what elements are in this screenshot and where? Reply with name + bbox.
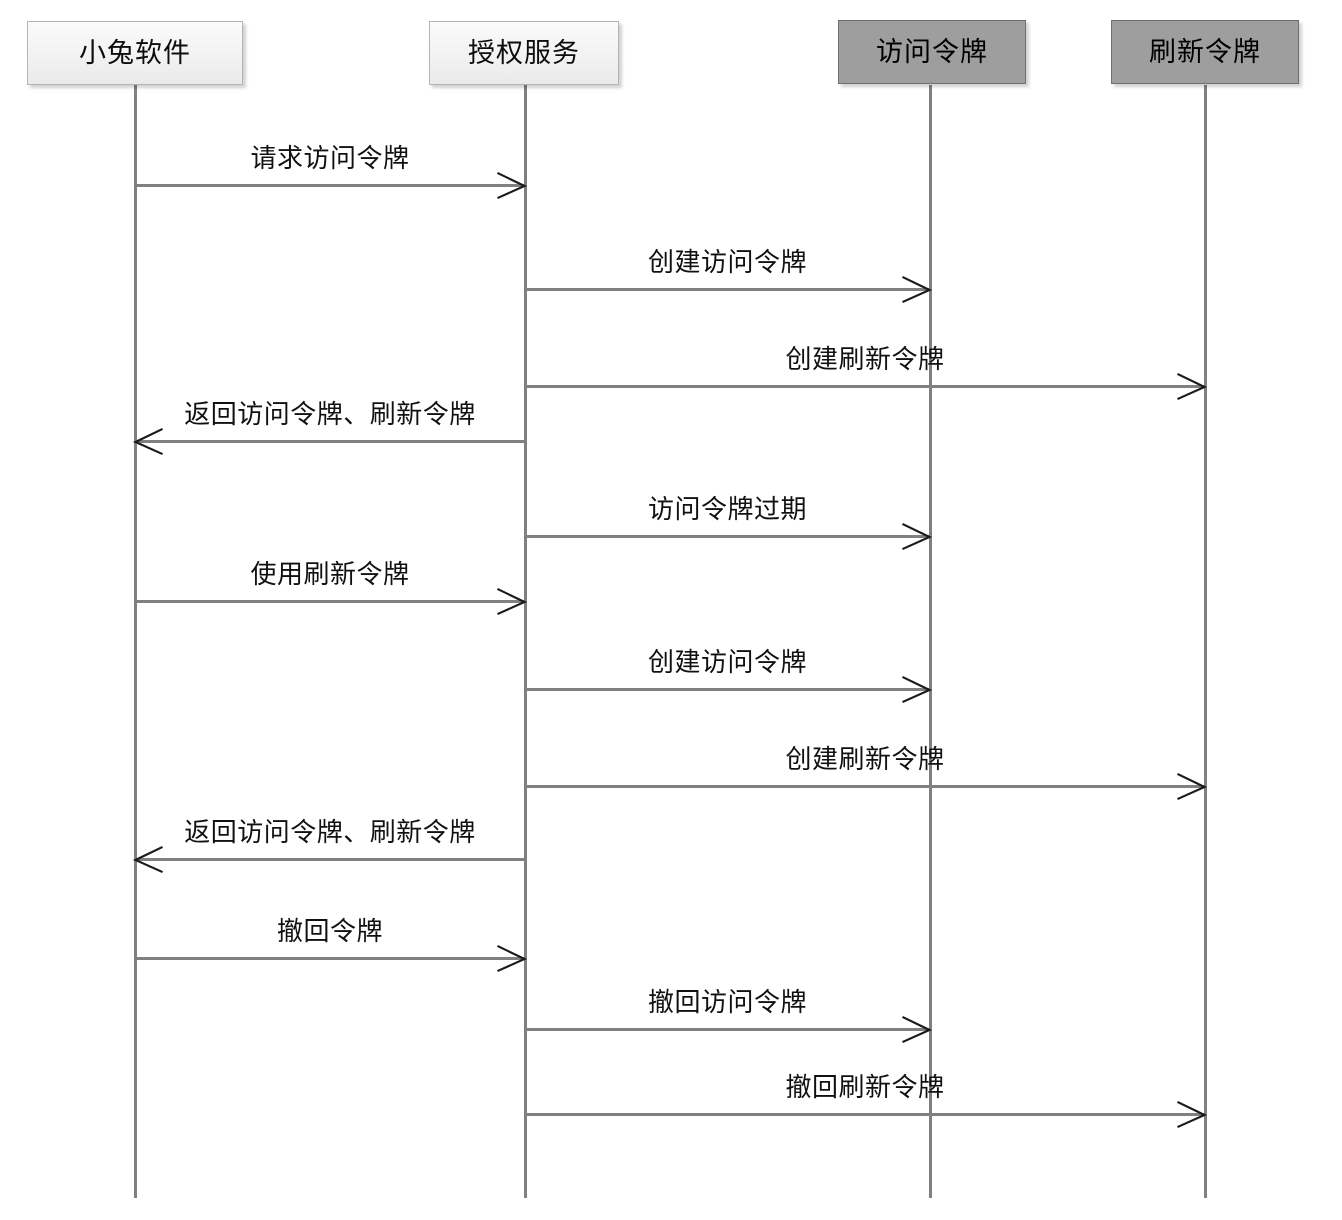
message-label: 创建刷新令牌: [785, 745, 945, 776]
participant-label-refresh_token: 刷新令牌: [1149, 36, 1261, 68]
message-shaft: [135, 858, 525, 861]
message-shaft: [135, 184, 525, 187]
message-label: 使用刷新令牌: [250, 560, 410, 591]
message-label: 创建刷新令牌: [785, 345, 945, 376]
arrowhead-right-icon: [496, 171, 528, 200]
message-shaft: [135, 600, 525, 603]
message-label: 撤回刷新令牌: [785, 1073, 945, 1104]
arrowhead-right-icon: [901, 522, 933, 551]
message-label: 创建访问令牌: [647, 648, 807, 679]
participant-box-access_token[interactable]: 访问令牌: [838, 20, 1026, 84]
message-shaft: [525, 288, 930, 291]
arrowhead-right-icon: [901, 675, 933, 704]
message-shaft: [135, 957, 525, 960]
message-label: 返回访问令牌、刷新令牌: [184, 818, 476, 849]
participant-label-auth_service: 授权服务: [468, 37, 580, 69]
message-shaft: [525, 385, 1205, 388]
lifeline-access_token: [929, 85, 932, 1198]
message-label: 撤回令牌: [276, 917, 383, 948]
arrowhead-right-icon: [496, 944, 528, 973]
message-label: 撤回访问令牌: [647, 988, 807, 1019]
participant-box-auth_service[interactable]: 授权服务: [429, 21, 619, 85]
message-shaft: [525, 535, 930, 538]
message-shaft: [135, 440, 525, 443]
message-label: 请求访问令牌: [250, 144, 410, 175]
message-shaft: [525, 785, 1205, 788]
message-shaft: [525, 1028, 930, 1031]
arrowhead-left-icon: [132, 427, 164, 456]
lifeline-client: [134, 85, 137, 1198]
arrowhead-right-icon: [901, 1015, 933, 1044]
arrowhead-right-icon: [496, 587, 528, 616]
message-shaft: [525, 1113, 1205, 1116]
lifeline-refresh_token: [1204, 85, 1207, 1198]
message-label: 访问令牌过期: [647, 495, 807, 526]
arrowhead-left-icon: [132, 845, 164, 874]
arrowhead-right-icon: [1176, 1100, 1208, 1129]
arrowhead-right-icon: [1176, 772, 1208, 801]
participant-label-access_token: 访问令牌: [876, 36, 988, 68]
participant-box-client[interactable]: 小兔软件: [27, 21, 243, 85]
message-label: 创建访问令牌: [647, 248, 807, 279]
message-label: 返回访问令牌、刷新令牌: [184, 400, 476, 431]
lifeline-auth_service: [524, 85, 527, 1198]
arrowhead-right-icon: [901, 275, 933, 304]
message-shaft: [525, 688, 930, 691]
participant-box-refresh_token[interactable]: 刷新令牌: [1111, 20, 1299, 84]
arrowhead-right-icon: [1176, 372, 1208, 401]
participant-label-client: 小兔软件: [79, 37, 191, 69]
